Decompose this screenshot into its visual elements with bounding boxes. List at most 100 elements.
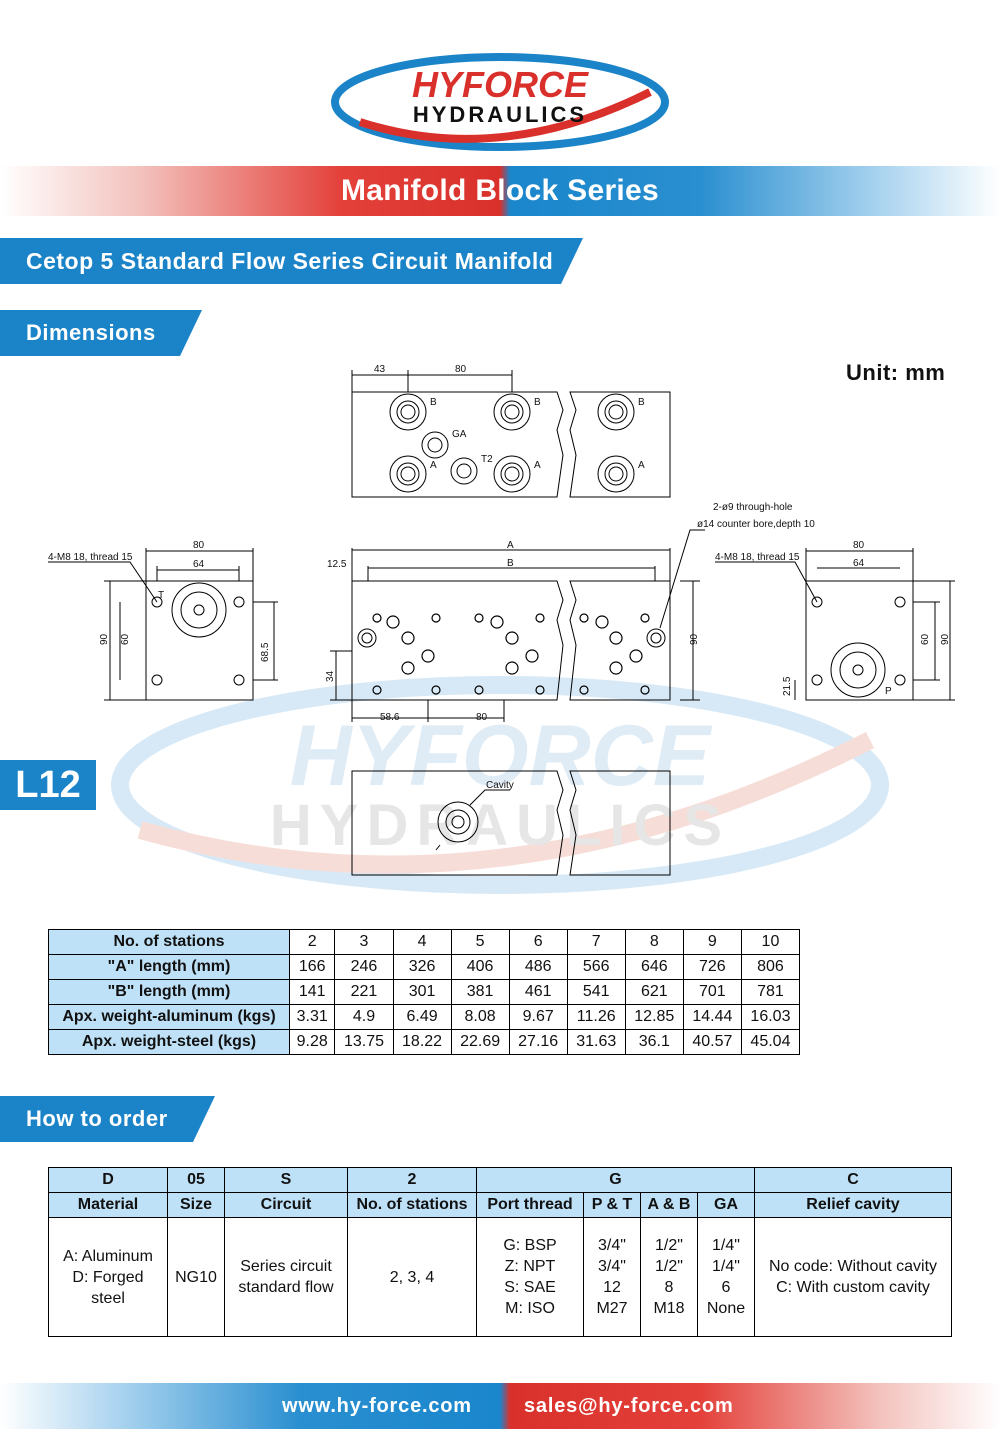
spec-cell: 166 [288, 954, 336, 980]
port-b-3 [597, 393, 635, 431]
spec-cell: 12.85 [624, 1004, 684, 1030]
dimensions-heading: Dimensions [0, 310, 202, 356]
spec-cell: 14.44 [682, 1004, 742, 1030]
spec-cell: 45.04 [740, 1029, 801, 1055]
label-stations: No. of stations [347, 1192, 477, 1218]
technical-drawing: 43 80 B B B GA A T2 A A 4-M8 18, thread … [48, 364, 955, 876]
right-dim-80: 80 [853, 540, 865, 551]
label-pt: P & T [583, 1192, 641, 1218]
spec-row-header: Apx. weight-aluminum (kgs) [48, 1004, 290, 1030]
dim-21-5: 21.5 [782, 676, 793, 696]
spec-cell: 2 [288, 929, 336, 955]
spec-cell: 246 [334, 954, 394, 980]
material-options: A: Aluminum D: Forged steel [48, 1217, 168, 1337]
spec-cell: 27.16 [508, 1029, 568, 1055]
size-option: NG10 [167, 1217, 225, 1337]
port-t2 [450, 457, 478, 485]
label-circuit: Circuit [224, 1192, 348, 1218]
circuit-option: Series circuit standard flow [224, 1217, 348, 1337]
code-circuit: S [224, 1167, 348, 1193]
spec-cell: 221 [334, 979, 394, 1005]
counter-bore-note: ø14 counter bore,depth 10 [697, 519, 815, 530]
footer-banner [0, 1383, 1000, 1429]
stations-options: 2, 3, 4 [347, 1217, 477, 1337]
spec-cell: 5 [450, 929, 510, 955]
port-a-3 [597, 455, 635, 493]
spec-cell: 6 [508, 929, 568, 955]
spec-cell: 7 [566, 929, 626, 955]
right-dim-64: 64 [853, 558, 865, 569]
order-label-row: Material Size Circuit No. of stations Po… [48, 1192, 952, 1218]
label-t: T [158, 590, 164, 601]
port-a-1 [389, 455, 427, 493]
spec-cell: 806 [740, 954, 801, 980]
spec-cell: 141 [288, 979, 336, 1005]
dim-43: 43 [374, 364, 386, 375]
spec-cell: 9.67 [508, 1004, 568, 1030]
left-dim-68-5: 68.5 [260, 642, 271, 662]
port-a-2 [493, 455, 531, 493]
through-hole-note: 2-ø9 through-hole [713, 502, 793, 513]
dim-12-5: 12.5 [327, 559, 347, 570]
spec-cell: 726 [682, 954, 742, 980]
spec-cell: 566 [566, 954, 626, 980]
website-link[interactable]: www.hy-force.com [282, 1395, 472, 1417]
left-dim-80: 80 [193, 540, 205, 551]
label-p: P [885, 686, 892, 697]
order-option-row: A: Aluminum D: Forged steel NG10 Series … [48, 1217, 952, 1337]
left-thread-note: 4-M8 18, thread 15 [48, 552, 133, 563]
spec-cell: 16.03 [740, 1004, 801, 1030]
spec-cell: 621 [624, 979, 684, 1005]
hyforce-logo: HYFORCE HYDRAULICS [331, 53, 669, 151]
port-ga [421, 431, 449, 459]
spec-cell: 10 [740, 929, 801, 955]
spec-cell: 3 [334, 929, 394, 955]
order-code-row: D 05 S 2 G C [48, 1167, 952, 1193]
spec-cell: 701 [682, 979, 742, 1005]
spec-cell: 781 [740, 979, 801, 1005]
dim-80-top: 80 [455, 364, 467, 375]
spec-cell: 9.28 [288, 1029, 336, 1055]
left-dim-90: 90 [99, 633, 110, 645]
spec-cell: 36.1 [624, 1029, 684, 1055]
cavity-label: Cavity [486, 780, 514, 791]
label-b-3: B [638, 397, 645, 408]
pt-options: 3/4" 3/4" 12 M27 [583, 1217, 641, 1337]
watermark: HYFORCE HYDRAULICS [111, 676, 889, 894]
spec-cell: 9 [682, 929, 742, 955]
spec-row-header: No. of stations [48, 929, 290, 955]
watermark-line1: HYFORCE [290, 708, 713, 804]
code-relief: C [754, 1167, 952, 1193]
spec-cell: 4 [392, 929, 452, 955]
label-ga: GA [452, 429, 467, 440]
logo-line2: HYDRAULICS [413, 102, 587, 127]
front-dim-80: 80 [476, 712, 488, 723]
label-size: Size [167, 1192, 225, 1218]
spec-cell: 541 [566, 979, 626, 1005]
spec-cell: 6.49 [392, 1004, 452, 1030]
label-port-thread: Port thread [476, 1192, 584, 1218]
unit-label: Unit: mm [846, 360, 946, 385]
spec-cell: 13.75 [334, 1029, 394, 1055]
product-subtitle: Cetop 5 Standard Flow Series Circuit Man… [0, 238, 583, 284]
spec-cell: 326 [392, 954, 452, 980]
code-size: 05 [167, 1167, 225, 1193]
right-dim-90: 90 [940, 633, 951, 645]
logo-line1: HYFORCE [412, 64, 589, 105]
spec-cell: 646 [624, 954, 684, 980]
relief-options: No code: Without cavity C: With custom c… [754, 1217, 952, 1337]
spec-cell: 461 [508, 979, 568, 1005]
spec-cell: 486 [508, 954, 568, 980]
label-material: Material [48, 1192, 168, 1218]
port-b-1 [389, 393, 427, 431]
spec-row-header: "B" length (mm) [48, 979, 290, 1005]
ab-options: 1/2" 1/2" 8 M18 [640, 1217, 698, 1337]
email-link[interactable]: sales@hy-force.com [524, 1395, 734, 1417]
spec-cell: 406 [450, 954, 510, 980]
ga-options: 1/4" 1/4" 6 None [697, 1217, 755, 1337]
spec-cell: 4.9 [334, 1004, 394, 1030]
